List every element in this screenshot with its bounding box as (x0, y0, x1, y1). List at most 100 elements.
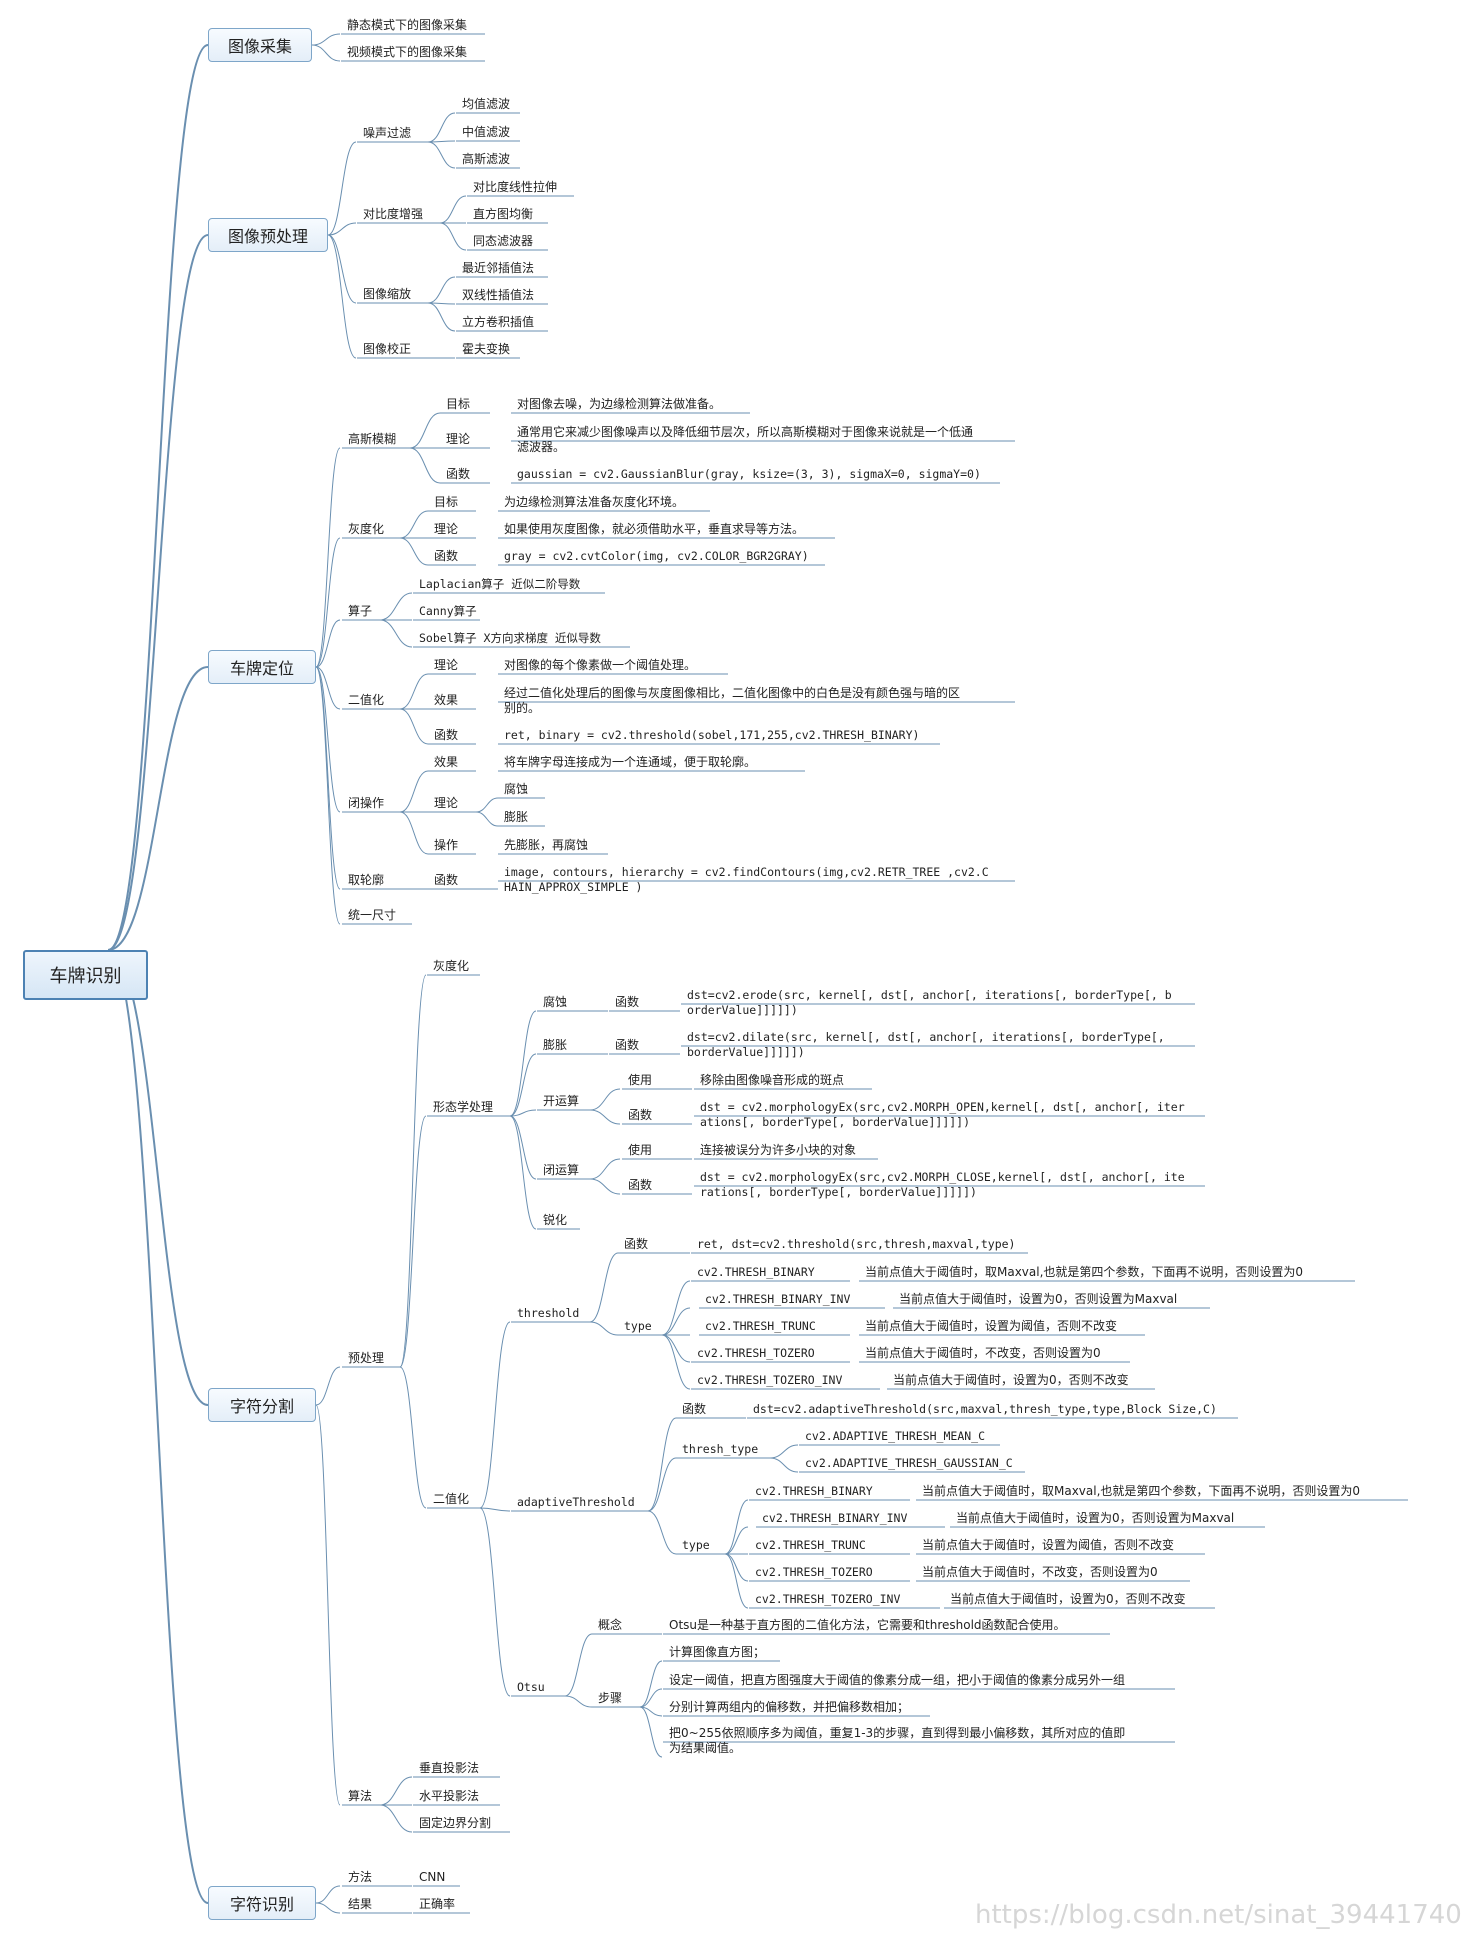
node-ad-type[interactable]: type (682, 1538, 710, 1552)
node-ad-tt1[interactable]: cv2.ADAPTIVE_THRESH_MEAN_C (805, 1429, 986, 1443)
node-image-correct[interactable]: 图像校正 (363, 342, 412, 356)
node-otsu-s4a[interactable]: 把0~255依照顺序多为阈值，重复1-3的步骤，直到得到最小偏移数，其所对应的值… (669, 1726, 1126, 1740)
node-close-op[interactable]: 闭操作 (348, 796, 385, 810)
node-gauss-filter[interactable]: 高斯滤波 (462, 152, 511, 166)
node-contour[interactable]: 取轮廓 (348, 873, 385, 887)
node-th-d2[interactable]: 当前点值大于阈值时，设置为0，否则设置为Maxval (899, 1292, 1178, 1306)
node-open-use-key[interactable]: 使用 (628, 1073, 653, 1087)
node-seg-binar[interactable]: 二值化 (433, 1492, 470, 1506)
node-ad-d5[interactable]: 当前点值大于阈值时，设置为0，否则不改变 (950, 1592, 1186, 1606)
node-th-func[interactable]: ret, dst=cv2.threshold(src,thresh,maxval… (697, 1237, 1016, 1251)
node-otsu-s1[interactable]: 计算图像直方图； (669, 1645, 766, 1659)
node-seg-dilate-f1[interactable]: dst=cv2.dilate(src, kernel[, dst[, ancho… (687, 1030, 1165, 1044)
node-ad-tt[interactable]: thresh_type (682, 1442, 759, 1456)
node-seg-erode-f1[interactable]: dst=cv2.erode(src, kernel[, dst[, anchor… (687, 988, 1172, 1002)
node-open[interactable]: 开运算 (543, 1094, 580, 1108)
node-th-t5[interactable]: cv2.THRESH_TOZERO_INV (697, 1373, 843, 1387)
node-gauss-theory-key[interactable]: 理论 (446, 432, 471, 446)
topic-image-preprocessing[interactable]: 图像预处理 (208, 218, 328, 252)
node-seg-erode-f2[interactable]: orderValue]]]]]) (687, 1003, 798, 1017)
node-th-t3[interactable]: cv2.THRESH_TRUNC (705, 1319, 816, 1333)
node-th-d5[interactable]: 当前点值大于阈值时，设置为0，否则不改变 (893, 1373, 1129, 1387)
node-bin-effect2[interactable]: 别的。 (504, 701, 541, 715)
node-gray[interactable]: 灰度化 (348, 522, 385, 536)
node-accuracy[interactable]: 正确率 (419, 1897, 456, 1911)
node-gray-goal-key[interactable]: 目标 (434, 495, 459, 509)
node-ad-d4[interactable]: 当前点值大于阈值时，不改变，否则设置为0 (922, 1565, 1158, 1579)
node-image-scale[interactable]: 图像缩放 (363, 287, 412, 301)
node-adaptive[interactable]: adaptiveThreshold (517, 1495, 635, 1509)
node-close-f2[interactable]: rations[, borderType[, borderValue]]]]]) (700, 1185, 977, 1199)
node-sharpen[interactable]: 锐化 (543, 1213, 568, 1227)
node-seg-erode[interactable]: 腐蚀 (543, 995, 568, 1009)
node-bin-effect1[interactable]: 经过二值化处理后的图像与灰度图像相比，二值化图像中的白色是没有颜色强与暗的区 (504, 686, 961, 700)
node-contrast[interactable]: 对比度增强 (363, 207, 424, 221)
node-seg-dilate-key[interactable]: 函数 (615, 1038, 640, 1052)
node-contour-func2[interactable]: HAIN_APPROX_SIMPLE ) (504, 880, 643, 894)
node-mean-filter[interactable]: 均值滤波 (462, 97, 511, 111)
node-homomorphic[interactable]: 同态滤波器 (473, 234, 534, 248)
node-th-d4[interactable]: 当前点值大于阈值时，不改变，否则设置为0 (865, 1346, 1101, 1360)
node-gray-theory-key[interactable]: 理论 (434, 522, 459, 536)
node-cnn[interactable]: CNN (419, 1870, 446, 1884)
node-close-func-key[interactable]: 函数 (628, 1178, 653, 1192)
node-seg-dilate-f2[interactable]: borderValue]]]]]) (687, 1045, 805, 1059)
node-gray-goal[interactable]: 为边缘检测算法准备灰度化环境。 (504, 495, 685, 509)
node-ad-t1[interactable]: cv2.THRESH_BINARY (755, 1484, 873, 1498)
node-close-theory-key[interactable]: 理论 (434, 796, 459, 810)
topic-plate-location[interactable]: 车牌定位 (208, 650, 316, 684)
node-open-func-key[interactable]: 函数 (628, 1108, 653, 1122)
node-close-dilate[interactable]: 膨胀 (504, 810, 529, 824)
node-th-t2[interactable]: cv2.THRESH_BINARY_INV (705, 1292, 851, 1306)
node-open-f1[interactable]: dst = cv2.morphologyEx(src,cv2.MORPH_OPE… (700, 1100, 1185, 1114)
node-th-d3[interactable]: 当前点值大于阈值时，设置为阈值，否则不改变 (865, 1319, 1118, 1333)
node-ad-func[interactable]: dst=cv2.adaptiveThreshold(src,maxval,thr… (753, 1402, 1217, 1416)
node-ad-d1[interactable]: 当前点值大于阈值时，取Maxval,也就是第四个参数，下面再不说明，否则设置为0 (922, 1484, 1361, 1498)
node-bicubic[interactable]: 立方卷积插值 (462, 315, 535, 329)
node-close-effect[interactable]: 将车牌字母连接成为一个连通域，便于取轮廓。 (504, 755, 757, 769)
node-fixed-boundary[interactable]: 固定边界分割 (419, 1816, 492, 1830)
node-open-f2[interactable]: ations[, borderType[, borderValue]]]]]) (700, 1115, 971, 1129)
node-threshold[interactable]: threshold (517, 1306, 580, 1320)
node-nearest[interactable]: 最近邻插值法 (462, 261, 535, 275)
node-ad-t4[interactable]: cv2.THRESH_TOZERO (755, 1565, 873, 1579)
node-contrast-stretch[interactable]: 对比度线性拉伸 (473, 180, 558, 194)
node-contour-func1[interactable]: image, contours, hierarchy = cv2.findCon… (504, 865, 989, 879)
node-sobel[interactable]: Sobel算子 X方向求梯度 近似导数 (419, 631, 601, 645)
node-close-op-key[interactable]: 操作 (434, 838, 459, 852)
node-static-acq[interactable]: 静态模式下的图像采集 (347, 18, 468, 32)
node-close-erode[interactable]: 腐蚀 (504, 782, 529, 796)
node-operator[interactable]: 算子 (348, 604, 373, 618)
node-bin-theory[interactable]: 对图像的每个像素做一个阈值处理。 (504, 658, 697, 672)
node-seg-gray[interactable]: 灰度化 (433, 959, 470, 973)
node-hough[interactable]: 霍夫变换 (462, 342, 511, 356)
node-laplacian[interactable]: Laplacian算子 近似二阶导数 (419, 577, 581, 591)
root-topic[interactable]: 车牌识别 (23, 950, 148, 1000)
node-gray-func-key[interactable]: 函数 (434, 549, 459, 563)
node-uniform-size[interactable]: 统一尺寸 (348, 908, 397, 922)
node-ad-d3[interactable]: 当前点值大于阈值时，设置为阈值，否则不改变 (922, 1538, 1175, 1552)
node-th-func-key[interactable]: 函数 (624, 1237, 649, 1251)
node-ad-d2[interactable]: 当前点值大于阈值时，设置为0，否则设置为Maxval (956, 1511, 1235, 1525)
node-gauss-theory1[interactable]: 通常用它来减少图像噪声以及降低细节层次，所以高斯模糊对于图像来说就是一个低通 (517, 425, 974, 439)
node-gauss-theory2[interactable]: 滤波器。 (517, 440, 566, 454)
node-th-t1[interactable]: cv2.THRESH_BINARY (697, 1265, 815, 1279)
node-gray-func[interactable]: gray = cv2.cvtColor(img, cv2.COLOR_BGR2G… (504, 549, 809, 563)
node-gauss-goal-key[interactable]: 目标 (446, 397, 471, 411)
node-video-acq[interactable]: 视频模式下的图像采集 (347, 45, 468, 59)
node-method-key[interactable]: 方法 (348, 1870, 373, 1884)
node-binarize[interactable]: 二值化 (348, 693, 385, 707)
node-close-f1[interactable]: dst = cv2.morphologyEx(src,cv2.MORPH_CLO… (700, 1170, 1185, 1184)
node-gauss-goal[interactable]: 对图像去噪，为边缘检测算法做准备。 (517, 397, 722, 411)
node-vertical-proj[interactable]: 垂直投影法 (419, 1761, 480, 1775)
node-bin-theory-key[interactable]: 理论 (434, 658, 459, 672)
node-otsu-steps-key[interactable]: 步骤 (598, 1691, 623, 1705)
node-bin-effect-key[interactable]: 效果 (434, 693, 459, 707)
node-seg-pre[interactable]: 预处理 (348, 1351, 385, 1365)
node-otsu-concept[interactable]: Otsu是一种基于直方图的二值化方法，它需要和threshold函数配合使用。 (669, 1618, 1066, 1632)
node-bin-func-key[interactable]: 函数 (434, 728, 459, 742)
node-th-type[interactable]: type (624, 1319, 652, 1333)
node-close-effect-key[interactable]: 效果 (434, 755, 459, 769)
node-close-op-value[interactable]: 先膨胀，再腐蚀 (504, 838, 589, 852)
node-ad-t5[interactable]: cv2.THRESH_TOZERO_INV (755, 1592, 901, 1606)
